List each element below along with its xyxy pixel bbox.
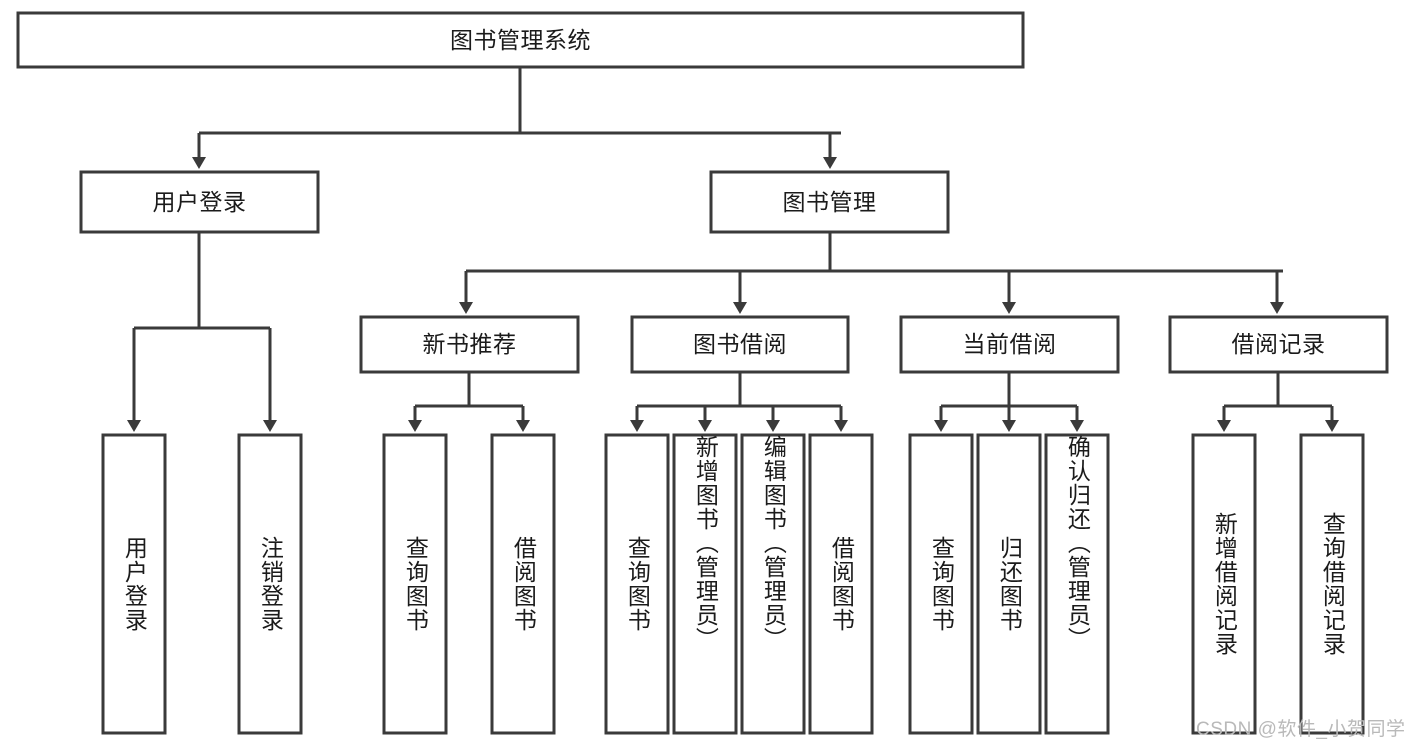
node-box-book-borrow[interactable]: [630, 315, 850, 374]
node-box-book-management[interactable]: [709, 170, 950, 234]
node-box-leaf-book-borrow-1[interactable]: [672, 433, 738, 735]
node-box-leaf-book-borrow-2[interactable]: [740, 433, 806, 735]
node-box-leaf-new-book-recommend-1[interactable]: [490, 433, 556, 735]
node-box-root[interactable]: [16, 11, 1025, 69]
connector-book-management-to-level3: [459, 232, 1284, 314]
node-box-leaf-book-borrow-0[interactable]: [604, 433, 670, 735]
node-box-leaf-new-book-recommend-0[interactable]: [382, 433, 448, 735]
node-box-new-book-recommend[interactable]: [359, 315, 580, 374]
node-box-leaf-user-login-0[interactable]: [101, 433, 167, 735]
node-box-user-login[interactable]: [79, 170, 320, 234]
node-box-leaf-user-login-1[interactable]: [237, 433, 303, 735]
connector-book-borrow-to-leaves: [630, 372, 848, 432]
node-box-leaf-borrow-record-0[interactable]: [1191, 433, 1257, 735]
connector-user-login-to-leaves: [127, 232, 277, 432]
connector-current-borrow-to-leaves: [934, 372, 1084, 432]
node-box-borrow-record[interactable]: [1168, 315, 1389, 374]
node-box-leaf-current-borrow-1[interactable]: [976, 433, 1042, 735]
connector-borrow-record-to-leaves: [1217, 372, 1339, 432]
node-box-leaf-current-borrow-0[interactable]: [908, 433, 974, 735]
connector-root-to-level2: [192, 67, 841, 169]
node-box-leaf-current-borrow-2[interactable]: [1044, 433, 1110, 735]
node-box-current-borrow[interactable]: [899, 315, 1120, 374]
node-box-leaf-borrow-record-1[interactable]: [1299, 433, 1365, 735]
connector-new-book-recommend-to-leaves: [408, 372, 530, 432]
node-box-leaf-book-borrow-3[interactable]: [808, 433, 874, 735]
